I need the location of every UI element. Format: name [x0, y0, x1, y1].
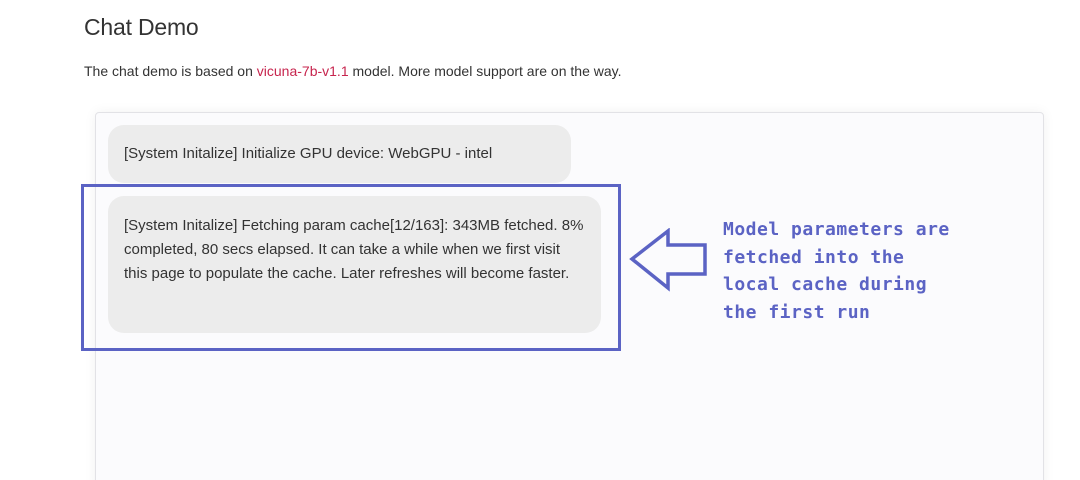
page-description: The chat demo is based on vicuna-7b-v1.1… — [84, 62, 622, 80]
chat-message-gpu-init: [System Initalize] Initialize GPU device… — [108, 125, 571, 183]
left-arrow-icon — [629, 228, 707, 292]
model-link[interactable]: vicuna-7b-v1.1 — [256, 63, 349, 79]
chat-message-param-fetch: [System Initalize] Fetching param cache[… — [108, 196, 601, 333]
page-title: Chat Demo — [84, 14, 199, 40]
description-prefix: The chat demo is based on — [84, 63, 257, 79]
chat-log[interactable]: [System Initalize] Initialize GPU device… — [95, 112, 1044, 480]
annotation-text: Model parameters are fetched into the lo… — [723, 219, 950, 323]
description-suffix: model. More model support are on the way… — [348, 63, 622, 79]
